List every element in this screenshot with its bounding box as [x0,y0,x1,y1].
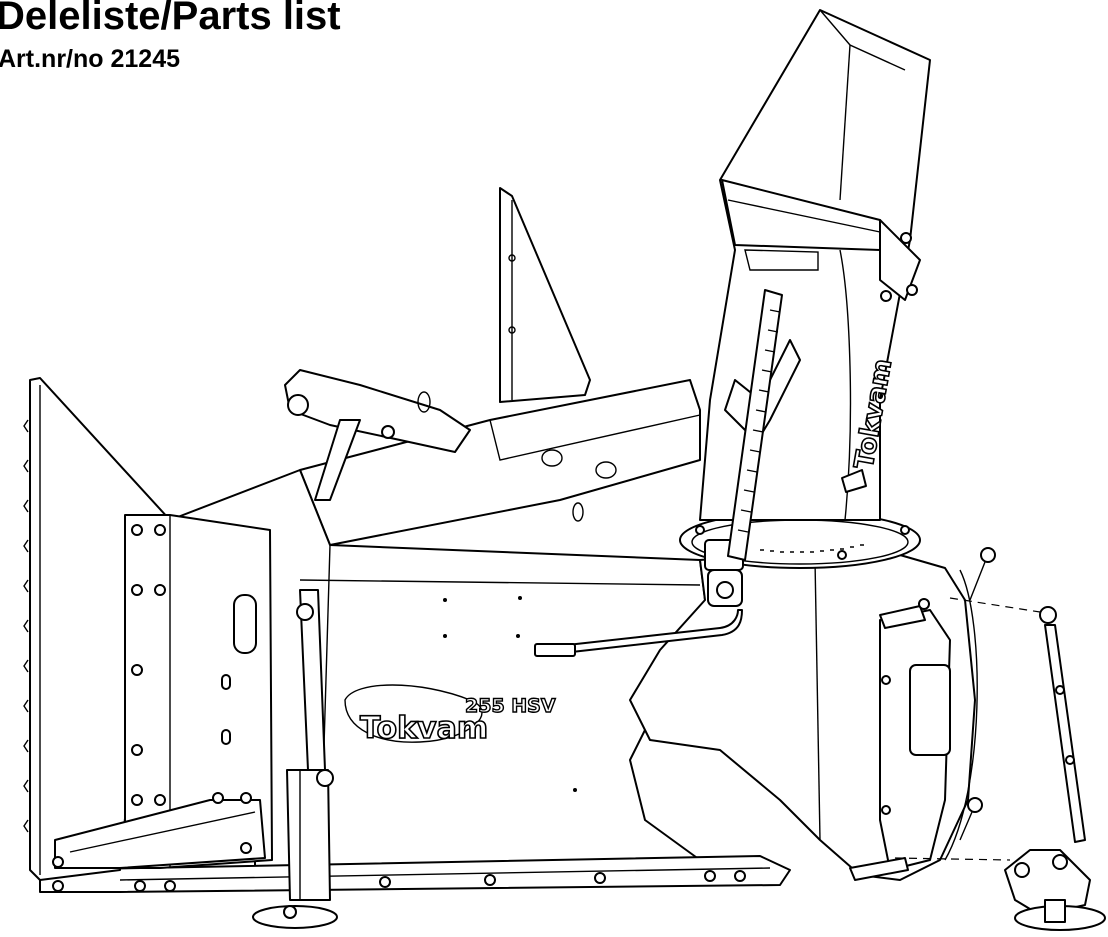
rear-wing-plate [499,187,591,403]
discharge-chute [699,9,931,521]
skid-bolts [134,870,746,892]
left-skid-plate [52,792,266,892]
svg-text:Tokvam: Tokvam [360,711,488,746]
left-side-plate [124,514,273,869]
deflector-rack [727,289,783,561]
left-support-stand [252,589,338,929]
housing-logo: Tokvam [344,684,489,747]
left-wing-plate [23,377,171,881]
model-badge: 255 HSV [465,695,556,717]
hitch-arm [284,369,471,501]
page-title: Deleliste/Parts list [0,0,341,38]
skid-rail [39,855,791,893]
right-support-stand [894,547,1106,931]
chute-logo-mark [841,469,867,493]
article-number: Art.nr/no 21245 [0,45,181,73]
